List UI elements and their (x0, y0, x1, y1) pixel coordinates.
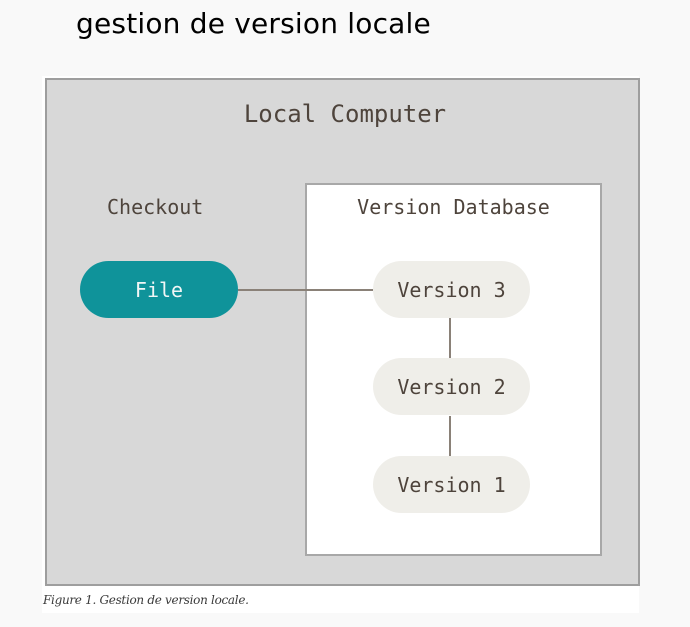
checkout-label: Checkout (107, 195, 204, 219)
file-to-version3-connector (238, 289, 373, 291)
version2-to-version1-connector (449, 416, 451, 456)
version-3-node: Version 3 (373, 261, 530, 318)
version3-to-version2-connector (449, 318, 451, 358)
version-database-title: Version Database (357, 195, 550, 219)
version-1-node: Version 1 (373, 456, 530, 513)
local-computer-title: Local Computer (243, 100, 447, 128)
page-heading: gestion de version locale (76, 7, 431, 40)
version-2-node: Version 2 (373, 358, 530, 415)
file-node: File (80, 261, 238, 318)
figure-caption: Figure 1. Gestion de version locale. (43, 593, 249, 607)
